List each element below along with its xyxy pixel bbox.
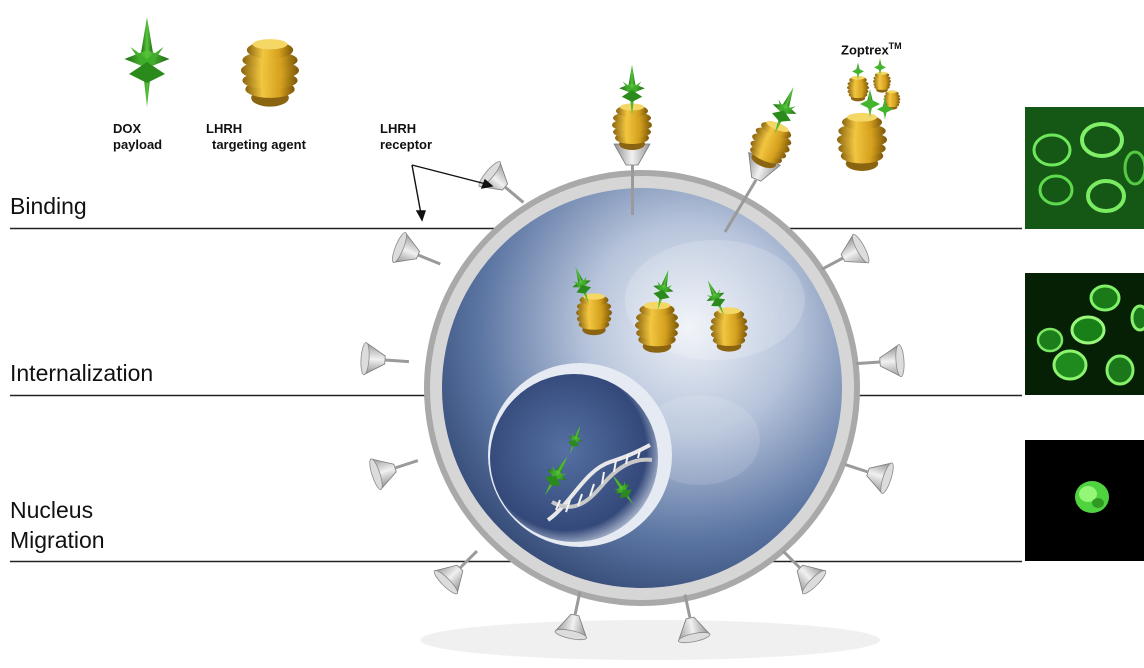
dox-label-line1: DOX — [113, 121, 162, 137]
bound-complex-2 — [725, 80, 812, 232]
receptor-label-line1: LHRH — [380, 121, 432, 137]
receptor-label: LHRH receptor — [380, 121, 432, 153]
lhrh-agent-icon — [241, 39, 299, 106]
stage-nucleus-label: Nucleus — [10, 497, 93, 524]
receptor-label-line2: receptor — [380, 137, 432, 153]
zoptrex-brand: Zoptrex — [841, 42, 889, 57]
receptor-icon — [390, 231, 446, 279]
receptor-icon — [367, 445, 423, 490]
receptor-icon — [360, 342, 410, 377]
lhrh-agent-label-line1: LHRH — [206, 121, 306, 137]
cell-shadow — [420, 620, 880, 660]
nucleus — [488, 363, 672, 547]
zoptrex-label: ZoptrexTM — [841, 38, 902, 58]
micrograph-internalization — [1025, 273, 1144, 395]
zoptrex-conjugate — [837, 58, 900, 171]
receptor-arrows — [412, 165, 492, 220]
dox-label: DOX payload — [113, 121, 162, 153]
receptor-icon — [432, 540, 489, 597]
stage-migration-label: Migration — [10, 527, 105, 554]
stage-internalization-label: Internalization — [10, 360, 153, 387]
micrograph-binding — [1025, 107, 1144, 229]
dox-payload-icon — [125, 17, 170, 107]
dox-label-line2: payload — [113, 137, 162, 153]
micrograph-nucleus — [1025, 440, 1144, 561]
zoptrex-tm-mark: TM — [889, 41, 902, 51]
lhrh-agent-label-line2: targeting agent — [206, 137, 306, 153]
receptor-icon — [855, 344, 905, 379]
lhrh-agent-label: LHRH targeting agent — [206, 121, 306, 153]
stage-binding-label: Binding — [10, 193, 87, 220]
